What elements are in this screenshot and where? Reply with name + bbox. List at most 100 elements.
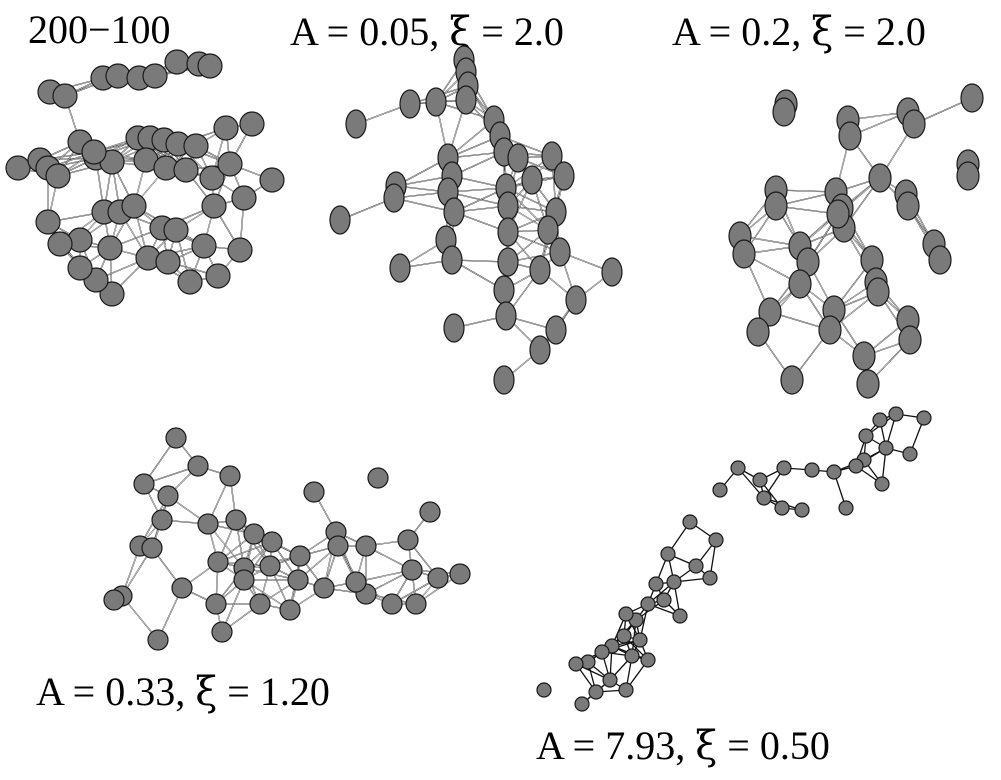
atom bbox=[928, 245, 952, 275]
atom bbox=[213, 115, 239, 141]
atom bbox=[259, 555, 281, 577]
atom bbox=[367, 467, 389, 489]
atom bbox=[259, 167, 285, 193]
atom bbox=[888, 406, 904, 422]
atom bbox=[231, 185, 257, 211]
atom bbox=[916, 410, 932, 426]
atom bbox=[553, 161, 575, 191]
atom bbox=[205, 593, 227, 615]
atom bbox=[776, 460, 792, 476]
atom bbox=[443, 197, 465, 227]
atom bbox=[507, 143, 529, 173]
atom bbox=[549, 237, 571, 267]
atom bbox=[848, 458, 864, 474]
atom bbox=[219, 465, 241, 487]
atom bbox=[756, 490, 772, 506]
atom bbox=[758, 297, 782, 327]
atom bbox=[405, 593, 427, 615]
atom bbox=[588, 684, 604, 700]
atom bbox=[568, 656, 584, 672]
atom bbox=[826, 199, 850, 229]
atom bbox=[858, 428, 874, 444]
atom bbox=[495, 301, 517, 331]
atom bbox=[656, 592, 672, 608]
atom bbox=[774, 500, 790, 516]
atom bbox=[648, 576, 664, 592]
atom bbox=[441, 245, 463, 275]
atom bbox=[389, 253, 411, 283]
atom bbox=[856, 369, 880, 399]
atom bbox=[197, 513, 219, 535]
atom bbox=[838, 500, 854, 516]
atom bbox=[818, 315, 842, 345]
atom bbox=[141, 537, 163, 559]
atom bbox=[616, 628, 632, 644]
atom bbox=[574, 696, 590, 712]
atom bbox=[640, 652, 656, 668]
atom bbox=[688, 558, 704, 574]
atom bbox=[289, 545, 311, 567]
atom bbox=[52, 83, 78, 109]
atom bbox=[838, 121, 862, 151]
atom bbox=[187, 455, 209, 477]
atoms-group bbox=[536, 406, 932, 712]
atom bbox=[493, 365, 515, 395]
atom bbox=[165, 427, 187, 449]
atom bbox=[960, 83, 984, 113]
atom bbox=[672, 608, 688, 624]
atom bbox=[752, 472, 768, 488]
atom bbox=[708, 532, 724, 548]
atom bbox=[97, 235, 123, 261]
atom bbox=[163, 217, 189, 243]
atom bbox=[177, 269, 203, 295]
panel-2-label: A = 0.05, ξ = 2.0 bbox=[290, 9, 564, 55]
atom bbox=[147, 629, 169, 651]
atom bbox=[249, 593, 271, 615]
atom bbox=[227, 237, 253, 263]
atom bbox=[497, 247, 519, 277]
atom bbox=[702, 570, 718, 586]
atom bbox=[746, 317, 770, 347]
atoms-group bbox=[5, 49, 285, 307]
atom bbox=[601, 257, 623, 287]
atom bbox=[201, 193, 227, 219]
atom bbox=[217, 151, 243, 177]
atom bbox=[205, 263, 231, 289]
atom bbox=[529, 335, 551, 365]
atom bbox=[624, 648, 640, 664]
atoms-group bbox=[329, 45, 623, 395]
atoms-group bbox=[728, 83, 984, 399]
atom bbox=[660, 546, 676, 562]
atom bbox=[712, 482, 728, 498]
atom bbox=[794, 502, 810, 518]
atom bbox=[151, 509, 173, 531]
atom bbox=[261, 531, 283, 553]
atom bbox=[329, 205, 351, 235]
atom bbox=[602, 672, 618, 688]
atom bbox=[81, 139, 107, 165]
atom bbox=[826, 464, 842, 480]
atom bbox=[239, 111, 265, 137]
atom bbox=[788, 269, 812, 299]
atom bbox=[313, 577, 335, 599]
atom bbox=[772, 97, 796, 127]
atom bbox=[902, 109, 926, 139]
atom bbox=[142, 63, 168, 89]
atom bbox=[640, 596, 656, 612]
atom bbox=[133, 473, 155, 495]
atom bbox=[878, 440, 894, 456]
atom bbox=[355, 535, 377, 557]
atom bbox=[898, 325, 922, 355]
atom bbox=[536, 682, 552, 698]
atom bbox=[427, 567, 449, 589]
atom bbox=[956, 161, 980, 191]
atom bbox=[872, 412, 888, 428]
atom bbox=[764, 191, 788, 221]
atom bbox=[47, 231, 73, 257]
